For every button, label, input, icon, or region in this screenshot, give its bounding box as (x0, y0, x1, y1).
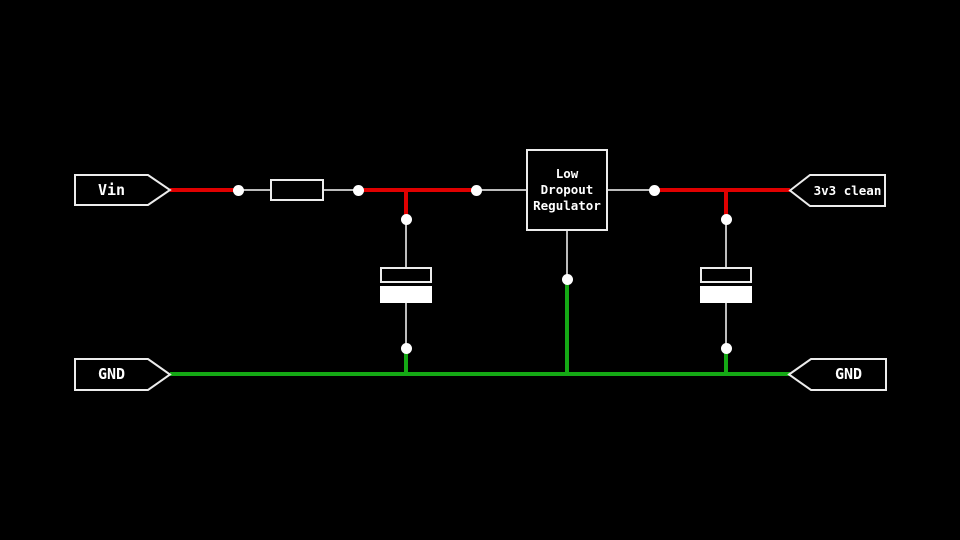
flag-label: 3v3 clean (813, 183, 882, 198)
pin-wire-regulator-gnd[interactable] (566, 231, 568, 280)
junction-dot (648, 184, 660, 196)
wire-resistor-to-regulator[interactable] (358, 188, 476, 192)
capacitor-plate-top (700, 267, 752, 283)
flag-3v3-clean[interactable]: 3v3 clean (788, 173, 888, 209)
flag-gnd-left[interactable]: GND (73, 357, 173, 393)
flag-vin[interactable]: Vin (73, 173, 173, 207)
junction-dot (561, 273, 573, 285)
resistor-symbol[interactable] (270, 179, 324, 201)
junction-dot (400, 342, 412, 354)
pin-wire-regulator-in[interactable] (476, 189, 526, 191)
junction-dot (720, 342, 732, 354)
capacitor-plate-bottom (380, 286, 432, 303)
junction-dot (400, 213, 412, 225)
pin-wire-output-cap-top[interactable] (725, 219, 727, 268)
flag-gnd-right[interactable]: GND (787, 357, 889, 393)
junction-dot (720, 213, 732, 225)
flag-shape (74, 358, 172, 391)
pin-wire-resistor-right[interactable] (324, 189, 358, 191)
regulator-box[interactable]: Low Dropout Regulator (526, 149, 608, 231)
wire-gnd-input-cap[interactable] (404, 348, 408, 376)
wire-regulator-to-out[interactable] (654, 188, 790, 192)
capacitor-plate-top (380, 267, 432, 283)
wire-gnd-bus[interactable] (170, 372, 790, 376)
wire-output-cap-drop[interactable] (724, 188, 728, 222)
flag-label: Vin (97, 181, 126, 199)
wire-gnd-output-cap[interactable] (724, 348, 728, 376)
flag-shape (788, 174, 886, 207)
pin-wire-input-cap-bottom[interactable] (405, 302, 407, 349)
junction-dot (232, 184, 244, 196)
wire-input-cap-drop[interactable] (404, 188, 408, 222)
wire-vin-to-resistor[interactable] (170, 188, 238, 192)
pin-wire-input-cap-top[interactable] (405, 219, 407, 268)
pin-wire-regulator-out[interactable] (608, 189, 654, 191)
capacitor-plate-bottom (700, 286, 752, 303)
regulator-label: Low Dropout Regulator (533, 166, 601, 213)
flag-label: GND (834, 365, 863, 383)
junction-dot (470, 184, 482, 196)
flag-label: GND (97, 365, 126, 383)
junction-dot (352, 184, 364, 196)
wire-gnd-regulator[interactable] (565, 279, 569, 376)
flag-shape (787, 358, 887, 391)
pin-wire-output-cap-bottom[interactable] (725, 302, 727, 349)
pin-wire-resistor-left[interactable] (238, 189, 270, 191)
flag-shape (74, 174, 172, 206)
